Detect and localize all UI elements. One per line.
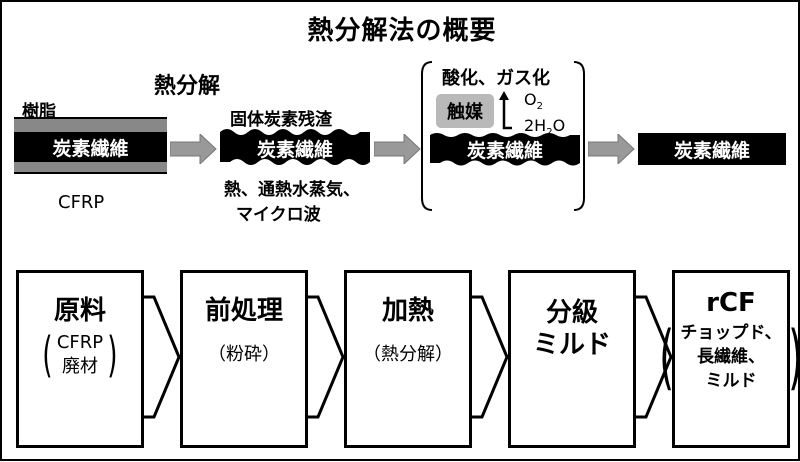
h2o-label: 2H2O <box>524 116 566 139</box>
oxidation-fiber: 炭素繊維 <box>430 135 580 163</box>
gas-release-arrow <box>499 91 512 130</box>
gas-products: O2 2H2O <box>524 90 565 142</box>
raw-material-line-2: 廃材 <box>61 356 98 377</box>
oxidation-brackets <box>421 61 585 211</box>
connector-3 <box>468 295 509 419</box>
catalyst-chip: 触媒 <box>436 94 494 128</box>
oxidation-wave-layer <box>430 133 580 166</box>
cfrp-fiber-label: 炭素繊維 <box>52 137 129 160</box>
rcf-title: rCF <box>706 288 756 318</box>
flow-arrow-2 <box>374 134 421 164</box>
rcf-line-3: ミルド <box>705 371 757 391</box>
recovered-fiber: 炭素繊維 <box>638 133 786 165</box>
rcf-detail: ( チョップド、 長繊維、 ミルド ) <box>659 321 800 393</box>
cfrp-fiber: 炭素繊維 <box>14 132 167 162</box>
catalyst-label: 触媒 <box>447 102 483 123</box>
raw-material-line-1: CFRP <box>56 332 104 353</box>
raw-material-detail: ( CFRP 廃材 ) <box>19 331 141 379</box>
process-box-rcf: rCF ( チョップド、 長繊維、 ミルド ) <box>659 270 800 448</box>
heat-sources-line-2: マイクロ波 <box>236 205 321 225</box>
flow-arrow-1 <box>170 134 217 164</box>
connector-2 <box>304 295 345 419</box>
process-box-heating: 加熱 （熱分解） <box>344 270 472 448</box>
close-paren-icon: ) <box>788 322 800 392</box>
raw-material-title: 原料 <box>53 296 106 326</box>
rcf-line-1: チョップド、 <box>680 323 782 343</box>
heating-title: 加熱 <box>381 296 434 326</box>
pretreatment-detail: （粉砕） <box>208 344 280 365</box>
o2-label: O2 <box>524 90 543 113</box>
oxidation-fiber-label: 炭素繊維 <box>466 139 543 162</box>
process-box-raw-material: 原料 ( CFRP 廃材 ) <box>16 270 144 448</box>
close-paren-icon: ) <box>107 327 118 383</box>
open-paren-icon: ( <box>42 327 53 383</box>
process-box-classification: 分級 ミルド <box>508 270 636 448</box>
flow-arrow-3 <box>588 134 635 164</box>
oxidation-label: 酸化、ガス化 <box>442 68 550 89</box>
connector-1 <box>140 295 181 419</box>
diagram-title: 熱分解法の概要 <box>307 16 497 46</box>
pyrolysis-fiber: 炭素繊維 <box>220 133 370 163</box>
classification-title: 分級 ミルド <box>532 298 611 360</box>
recovered-fiber-label: 炭素繊維 <box>673 139 750 162</box>
rcf-line-2: 長繊維、 <box>697 347 765 367</box>
pyrolysis-label: 熱分解 <box>154 74 221 99</box>
cfrp-label: CFRP <box>58 192 105 213</box>
open-paren-icon: ( <box>659 316 675 398</box>
char-wave-layer <box>220 129 370 165</box>
heat-sources-line-1: 熱、通熱水蒸気、 <box>224 180 360 200</box>
char-label: 固体炭素残渣 <box>230 110 332 130</box>
pyrolysis-fiber-label: 炭素繊維 <box>256 138 333 161</box>
pretreatment-title: 前処理 <box>204 296 283 326</box>
heating-detail: （熱分解） <box>363 344 453 365</box>
process-box-pretreatment: 前処理 （粉砕） <box>180 270 308 448</box>
heat-sources: 熱、通熱水蒸気、 マイクロ波 <box>224 178 360 228</box>
